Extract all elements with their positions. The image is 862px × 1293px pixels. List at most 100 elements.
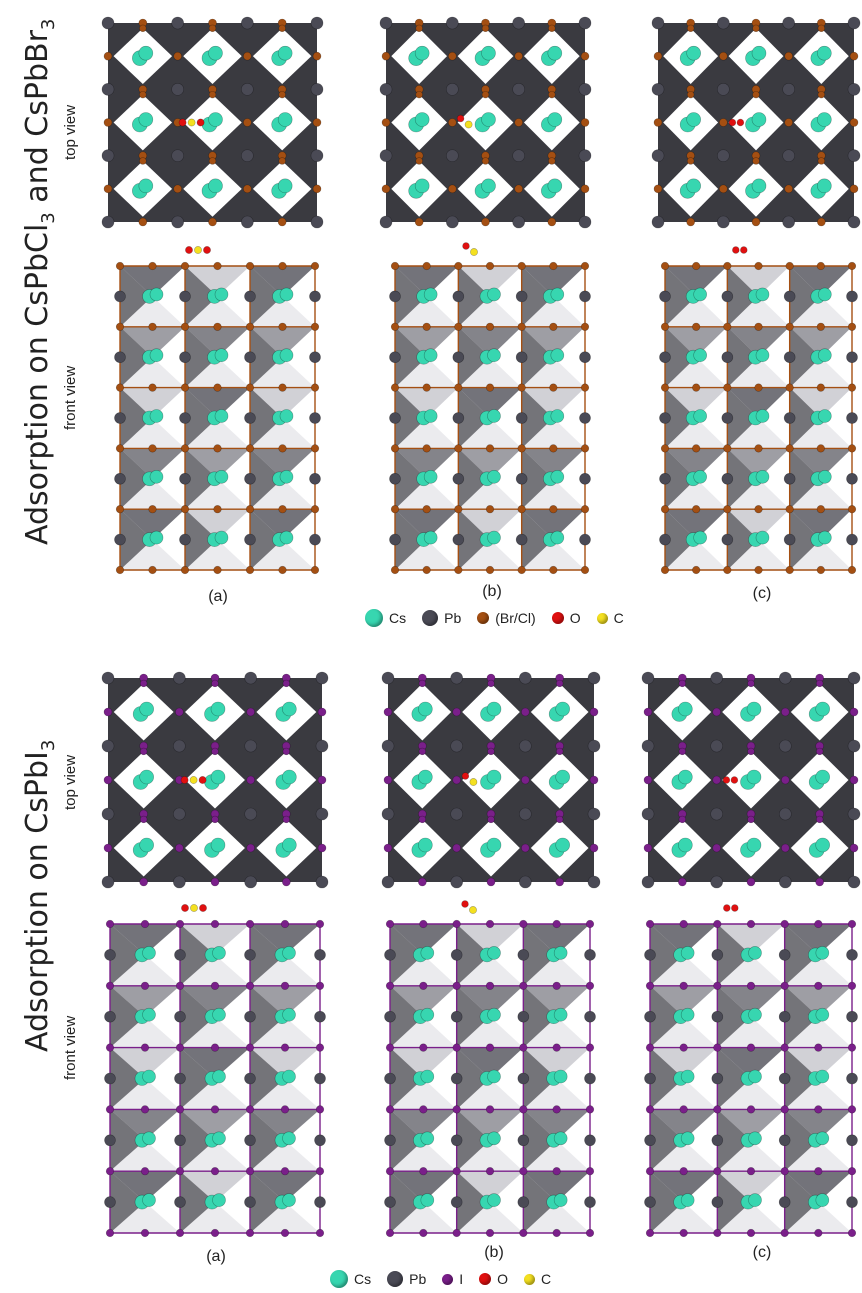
halide-atom: [414, 217, 424, 227]
halide-atom: [589, 843, 599, 853]
cs-atom: [420, 1131, 435, 1146]
pb-atom: [450, 1134, 463, 1147]
halide-atom: [589, 775, 599, 785]
cs-atom: [815, 1193, 830, 1207]
cs-atom: [553, 1069, 568, 1084]
cs-atom: [817, 178, 832, 194]
halide-atom: [780, 1228, 789, 1238]
halide-atom: [208, 90, 217, 99]
pb-atom: [783, 290, 796, 303]
pb-atom: [310, 149, 324, 162]
pb-atom: [847, 671, 861, 685]
halide-atom: [487, 679, 495, 688]
cs-atom: [748, 1131, 762, 1146]
cs-atom: [487, 470, 501, 484]
halide-atom: [519, 1167, 528, 1176]
halide-atom: [780, 1105, 789, 1114]
halide-atom: [139, 24, 147, 33]
pb-atom: [512, 83, 525, 96]
halide-atom: [517, 444, 526, 453]
halide-atom: [310, 322, 320, 331]
halide-atom: [245, 1167, 255, 1176]
pb-atom: [452, 351, 465, 363]
pb-atom: [244, 351, 256, 363]
halide-atom: [454, 505, 463, 514]
halide-atom: [485, 383, 495, 392]
pb-atom: [174, 949, 186, 961]
halide-atom: [754, 505, 763, 514]
halide-atom: [692, 505, 701, 514]
halide-atom: [211, 747, 219, 756]
halide-atom: [817, 24, 826, 33]
cs-atom: [149, 348, 164, 362]
cs-atom: [139, 769, 154, 785]
halide-atom: [148, 322, 157, 331]
halide-atom: [679, 981, 688, 990]
halide-atom: [485, 261, 495, 271]
halide-atom: [452, 843, 461, 853]
pb-atom: [519, 671, 532, 685]
pb-atom: [450, 671, 463, 685]
halide-atom: [517, 383, 526, 392]
pb-atom: [579, 533, 591, 546]
cs-atom: [139, 701, 154, 717]
pb-atom: [641, 671, 655, 685]
pb-atom: [584, 1010, 596, 1023]
halide-atom: [213, 261, 222, 271]
halide-atom: [514, 118, 523, 127]
halide-atom: [175, 1043, 185, 1052]
halide-atom: [105, 1228, 115, 1238]
pb-atom: [651, 215, 665, 229]
pb-atom: [244, 807, 257, 821]
pb-atom: [847, 83, 861, 96]
halide-atom: [210, 1105, 220, 1114]
halide-atom: [847, 1228, 857, 1238]
pb-atom: [846, 351, 858, 363]
pb-atom: [244, 533, 256, 546]
cs-atom: [277, 178, 293, 194]
cs-atom: [678, 769, 693, 785]
pb-atom: [512, 215, 525, 229]
halide-atom: [245, 444, 255, 453]
cs-atom: [423, 287, 438, 302]
halide-atom: [245, 383, 255, 392]
cs-atom: [418, 837, 433, 853]
group1-c-top-structure: [650, 15, 862, 230]
halide-atom: [785, 505, 794, 514]
pb-atom: [587, 671, 601, 685]
halide-atom: [485, 505, 495, 514]
halide-atom: [139, 90, 147, 99]
halide-atom: [115, 383, 125, 392]
halide-atom: [310, 444, 320, 453]
pb-atom: [846, 290, 858, 303]
cs-atom: [279, 287, 294, 302]
pb-atom: [452, 533, 465, 546]
legend-item-cs: Cs: [365, 609, 406, 627]
halide-atom: [485, 1043, 495, 1052]
halide-atom: [148, 444, 157, 453]
cs-atom: [680, 1007, 695, 1022]
pb-atom: [846, 1134, 858, 1147]
halide-atom: [180, 444, 190, 453]
o-atom: [731, 904, 739, 912]
cs-atom: [693, 470, 707, 484]
cs-atom: [553, 946, 568, 960]
halide-atom: [847, 444, 857, 453]
halide-atom: [381, 51, 391, 61]
halide-atom: [452, 707, 461, 717]
halide-atom: [245, 919, 255, 929]
cs-atom: [214, 348, 229, 362]
cs-atom: [686, 112, 701, 127]
cs-atom: [553, 1131, 568, 1146]
cs-atom: [138, 45, 154, 61]
halide-atom: [580, 444, 590, 453]
halide-atom: [679, 1167, 688, 1176]
pb-atom: [101, 875, 115, 889]
halide-atom: [210, 1043, 220, 1052]
halide-atom: [452, 1228, 461, 1238]
cs-atom: [214, 470, 229, 484]
halide-atom: [645, 1228, 655, 1238]
halide-atom: [713, 981, 722, 990]
halide-atom: [817, 217, 826, 227]
halide-atom: [278, 383, 287, 392]
